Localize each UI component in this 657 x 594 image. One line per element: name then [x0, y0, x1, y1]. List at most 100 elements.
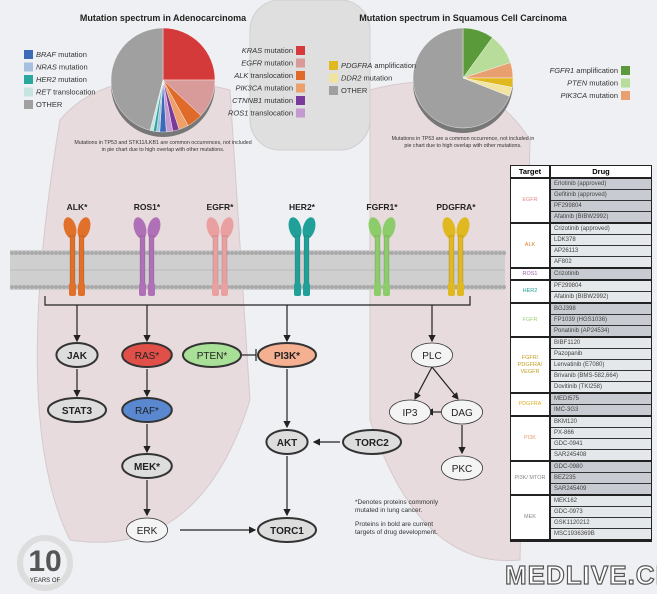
receptor-label: ALK* [67, 202, 88, 212]
lipid-head [366, 251, 370, 255]
lipid-head [390, 285, 394, 289]
node-ip3: IP3 [388, 399, 431, 425]
node-plc: PLC [410, 342, 453, 368]
lipid-head [34, 285, 38, 289]
lipid-head [166, 285, 170, 289]
adeno-legend-swatch [296, 71, 305, 80]
node-ras: RAS* [121, 342, 173, 368]
lipid-head [358, 285, 362, 289]
squam-legend-label: FGFR1 amplification [550, 66, 618, 75]
lipid-head [34, 251, 38, 255]
receptor-fgfr1: FGFR1* [366, 202, 398, 296]
node-label: IP3 [402, 408, 417, 419]
node-label: PKC [452, 464, 473, 475]
lipid-head [14, 251, 18, 255]
legend-text: mutation [56, 75, 87, 84]
lipid-head [394, 251, 398, 255]
receptor-chain [294, 235, 301, 285]
lipid-head [402, 285, 406, 289]
lipid-head [338, 251, 342, 255]
table-drug: BIBF1120 [551, 338, 651, 349]
receptor-kinase [374, 283, 381, 296]
adeno-legend-swatch [24, 75, 33, 84]
lipid-head [26, 285, 30, 289]
node-torc2: TORC2 [342, 429, 402, 455]
lipid-head [414, 251, 418, 255]
lipid-head [338, 285, 342, 289]
lipid-head [130, 285, 134, 289]
lipid-head [278, 285, 282, 289]
lipid-head [166, 251, 170, 255]
lipid-head [94, 251, 98, 255]
lipid-head [402, 251, 406, 255]
table-drug: Brivanib (BMS-582,664) [551, 371, 651, 382]
node-label: TORC1 [270, 526, 304, 537]
lipid-head [442, 285, 446, 289]
lipid-head [62, 251, 66, 255]
table-drug: PF299804 [551, 201, 651, 212]
lipid-head [46, 251, 50, 255]
receptor-kinase [294, 283, 301, 296]
legend-text: mutation [262, 84, 293, 93]
squam-slice-other [412, 27, 510, 129]
adeno-legend-swatch [24, 87, 33, 97]
adeno-slice-other [110, 27, 164, 131]
lipid-head [434, 251, 438, 255]
lipid-head [170, 251, 174, 255]
adeno-legend-swatch [296, 58, 305, 68]
lipid-head [430, 251, 434, 255]
lipid-head [426, 285, 430, 289]
lipid-head [114, 285, 118, 289]
lipid-head [158, 251, 162, 255]
receptor-alk: ALK* [63, 202, 91, 296]
receptor-kinase [139, 283, 146, 296]
lipid-head [126, 251, 130, 255]
table-target: PDGFRA [511, 394, 551, 415]
lipid-head [38, 251, 42, 255]
lipid-head [334, 251, 338, 255]
lipid-head [494, 285, 498, 289]
table-drug: BGJ398 [551, 304, 651, 315]
receptor-pdgfra: PDGFRA* [436, 202, 476, 296]
watermark: MEDLIVE.CN [504, 559, 657, 590]
lipid-head [110, 251, 114, 255]
table-target: HER2 [511, 281, 551, 302]
lipid-head [398, 251, 402, 255]
lipid-head [86, 285, 90, 289]
legend-gene: KRAS [242, 46, 262, 55]
table-drug: GDC-0941 [551, 439, 651, 450]
lipid-head [482, 285, 486, 289]
lipid-head [494, 251, 498, 255]
lipid-head [398, 285, 402, 289]
lipid-head [106, 285, 110, 289]
lipid-head [314, 285, 318, 289]
lipid-head [362, 251, 366, 255]
lipid-head [238, 285, 242, 289]
legend-text: mutation [262, 59, 293, 68]
table-drug: Crizotinib [551, 269, 651, 279]
lipid-head [22, 251, 26, 255]
lipid-head [186, 285, 190, 289]
lipid-head [230, 285, 234, 289]
lipid-head [122, 251, 126, 255]
lipid-head [270, 251, 274, 255]
table-target: FGFR/ PDGFRA/ VEGFR [511, 338, 551, 392]
table-drug: MEDI575 [551, 394, 651, 405]
lipid-head [94, 285, 98, 289]
node-shape [257, 517, 317, 543]
receptor-lobe [382, 217, 396, 239]
lipid-head [454, 251, 458, 255]
lipid-head [418, 285, 422, 289]
receptor-ros1: ROS1* [133, 202, 161, 296]
lipid-head [162, 285, 166, 289]
squam-legend-label: DDR2 mutation [341, 74, 392, 83]
squam-legend-swatch [621, 78, 630, 88]
lipid-head [390, 251, 394, 255]
legend-line: Proteins in bold are current [355, 521, 433, 528]
lipid-head [250, 285, 254, 289]
header-target: Target [511, 166, 551, 177]
receptor-lobe [288, 217, 302, 239]
receptor-kinase [303, 283, 310, 296]
